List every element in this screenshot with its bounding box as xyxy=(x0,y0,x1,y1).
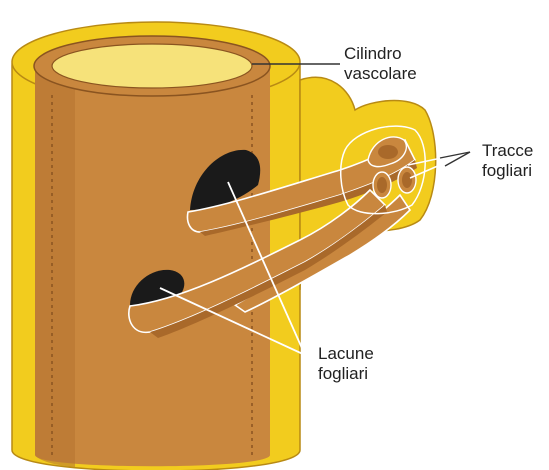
label-vascular-cylinder-line2: vascolare xyxy=(344,64,417,84)
leaf-trace-section-left-core xyxy=(377,177,387,193)
label-vascular-cylinder-line1: Cilindro xyxy=(344,44,417,64)
vascular-cylinder-shade xyxy=(35,62,75,467)
leaf-trace-section-upper-core xyxy=(378,145,398,159)
label-leaf-gaps-line1: Lacune xyxy=(318,344,374,364)
label-leaf-traces-line1: Tracce xyxy=(482,141,533,161)
label-leaf-gaps-line2: fogliari xyxy=(318,364,374,384)
label-leaf-traces: Tracce fogliari xyxy=(482,141,533,181)
label-vascular-cylinder: Cilindro vascolare xyxy=(344,44,417,84)
pith-top xyxy=(52,44,252,88)
leaf-trace-section-right-core xyxy=(402,172,412,188)
label-leaf-traces-line2: fogliari xyxy=(482,161,533,181)
label-leaf-gaps: Lacune fogliari xyxy=(318,344,374,384)
